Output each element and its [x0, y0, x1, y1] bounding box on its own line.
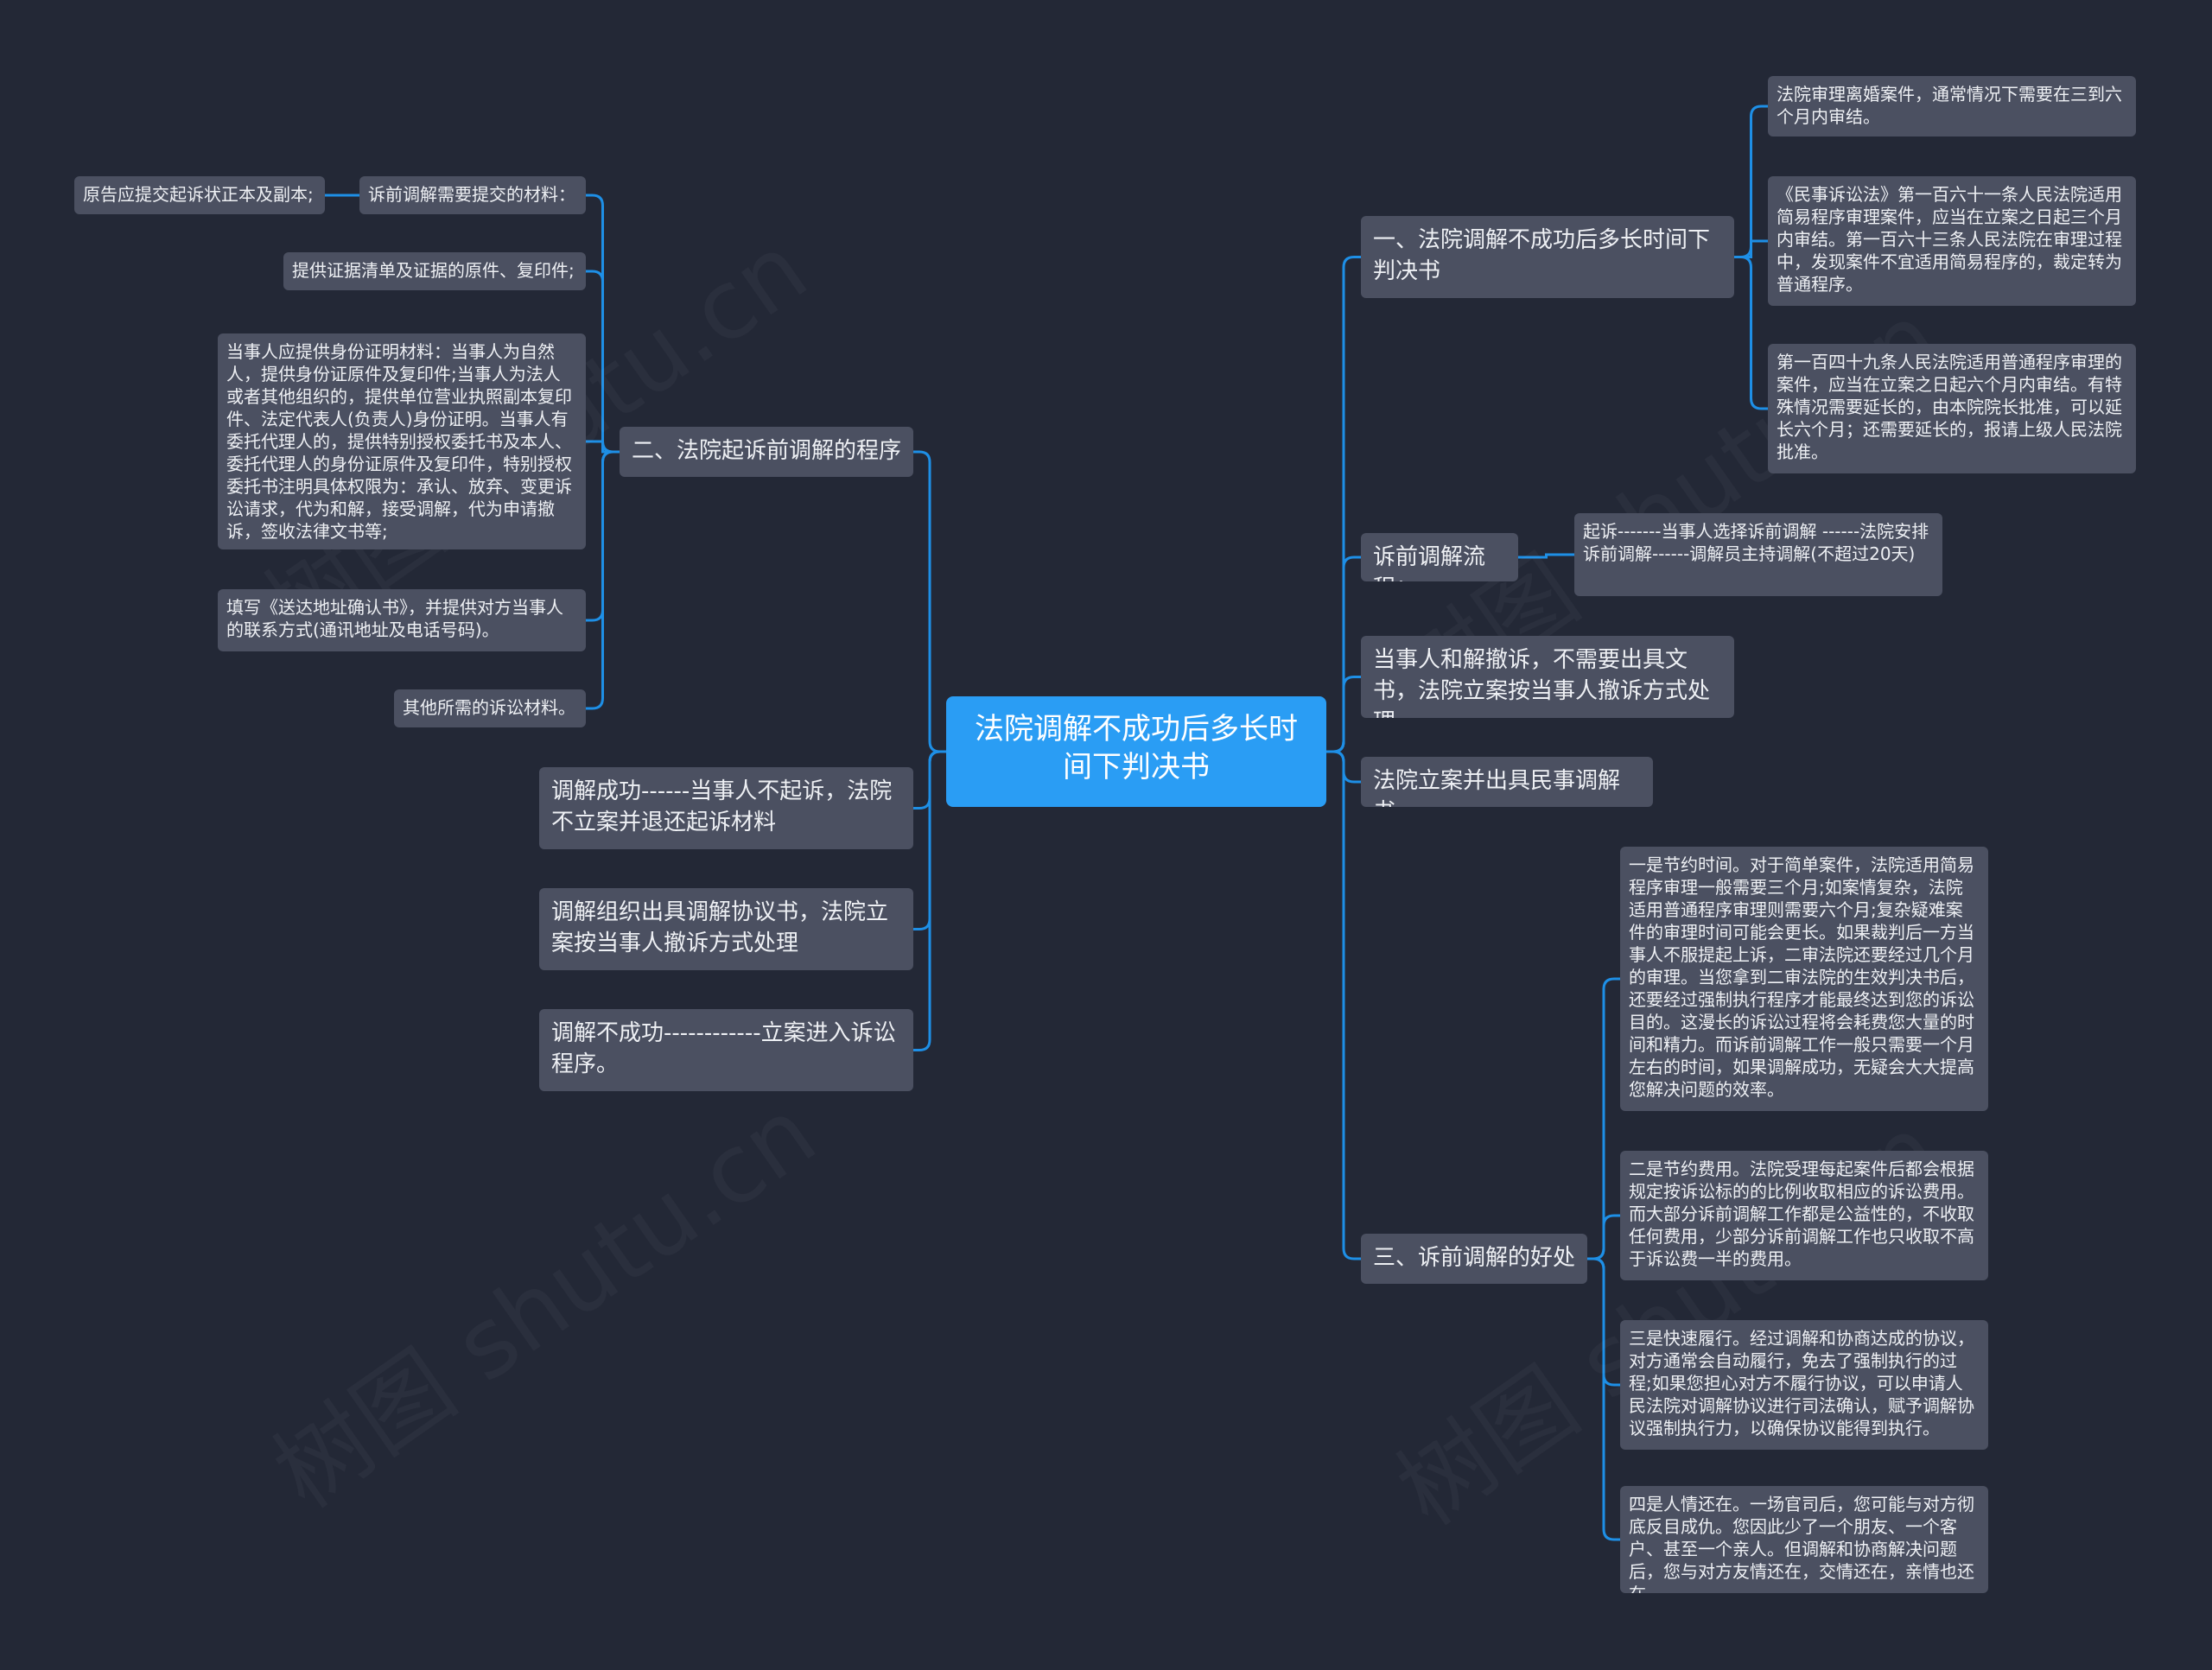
- leaf-complaint-copies[interactable]: 原告应提交起诉状正本及副本;: [74, 176, 325, 214]
- connector-line: [1326, 556, 1361, 753]
- connector-line: [1326, 750, 1361, 1260]
- connector-line: [913, 450, 946, 753]
- connector-line: [1326, 256, 1361, 753]
- subtopic-article-149[interactable]: 第一百四十九条人民法院适用普通程序审理的案件，应当在立案之日起六个月内审结。有特…: [1768, 344, 2136, 473]
- subtopic-save-time[interactable]: 一是节约时间。对于简单案件，法院适用简易程序审理一般需要三个月;如案情复杂，法院…: [1620, 847, 1988, 1111]
- subtopic-evidence-list[interactable]: 提供证据清单及证据的原件、复印件;: [283, 252, 586, 290]
- topic-settle-withdraw[interactable]: 当事人和解撤诉，不需要出具文书，法院立案按当事人撤诉方式处理: [1361, 636, 1734, 718]
- subtopic-divorce-timing[interactable]: 法院审理离婚案件，通常情况下需要在三到六个月内审结。: [1768, 76, 2136, 137]
- connector-line: [1326, 750, 1361, 784]
- connector-line: [913, 750, 946, 930]
- watermark: 树图 shutu.cn: [1365, 1076, 1961, 1551]
- connector-line: [1587, 1257, 1620, 1541]
- subtopic-other-materials[interactable]: 其他所需的诉讼材料。: [394, 689, 586, 727]
- topic-mediation-document[interactable]: 法院立案并出具民事调解书: [1361, 757, 1653, 807]
- subtopic-flow-steps[interactable]: 起诉-------当事人选择诉前调解 ------法院安排诉前调解------调…: [1574, 513, 1942, 596]
- topic-mediation-agreement[interactable]: 调解组织出具调解协议书，法院立案按当事人撤诉方式处理: [539, 888, 913, 970]
- topic-mediation-success[interactable]: 调解成功------当事人不起诉，法院不立案并退还起诉材料: [539, 767, 913, 849]
- subtopic-service-address[interactable]: 填写《送达地址确认书》，并提供对方当事人的联系方式(通讯地址及电话号码)。: [218, 589, 586, 651]
- subtopic-identity-materials[interactable]: 当事人应提供身份证明材料：当事人为自然人，提供身份证原件及复印件;当事人为法人或…: [218, 333, 586, 549]
- connector-line: [586, 450, 620, 622]
- topic-mediation-failure[interactable]: 调解不成功------------立案进入诉讼程序。: [539, 1009, 913, 1091]
- connector-line: [1326, 676, 1361, 753]
- connector-line: [913, 750, 946, 810]
- connector-line: [586, 450, 620, 710]
- connector-line: [1587, 1257, 1620, 1387]
- subtopic-relationship-kept[interactable]: 四是人情还在。一场官司后，您可能与对方彻底反目成仇。您因此少了一个朋友、一个客户…: [1620, 1486, 1988, 1593]
- subtopic-fast-performance[interactable]: 三是快速履行。经过调解和协商达成的协议，对方通常会自动履行，免去了强制执行的过程…: [1620, 1320, 1988, 1450]
- connector-line: [1587, 977, 1620, 1260]
- connector-line: [913, 750, 946, 1051]
- subtopic-article-161[interactable]: 《民事诉讼法》第一百六十一条人民法院适用简易程序审理案件，应当在立案之日起三个月…: [1768, 176, 2136, 306]
- topic-mediation-benefits[interactable]: 三、诉前调解的好处: [1361, 1234, 1587, 1284]
- topic-mediation-flow[interactable]: 诉前调解流程：: [1361, 533, 1518, 581]
- subtopic-required-materials[interactable]: 诉前调解需要提交的材料：: [359, 176, 586, 214]
- topic-judgment-timing[interactable]: 一、法院调解不成功后多长时间下判决书: [1361, 216, 1734, 298]
- connector-line: [1734, 105, 1768, 258]
- connector-line: [1518, 553, 1574, 559]
- connector-line: [586, 440, 620, 454]
- connector-line: [1734, 256, 1768, 410]
- subtopic-save-cost[interactable]: 二是节约费用。法院受理每起案件后都会根据规定按诉讼标的的比例收取相应的诉讼费用。…: [1620, 1151, 1988, 1280]
- connector-line: [1734, 239, 1768, 258]
- connector-line: [586, 270, 620, 454]
- connector-line: [1587, 1214, 1620, 1260]
- connector-line: [586, 194, 620, 454]
- topic-pre-litigation-procedure[interactable]: 二、法院起诉前调解的程序: [620, 427, 913, 477]
- root-topic[interactable]: 法院调解不成功后多长时间下判决书: [946, 696, 1326, 807]
- watermark: 树图 shutu.cn: [242, 1058, 838, 1533]
